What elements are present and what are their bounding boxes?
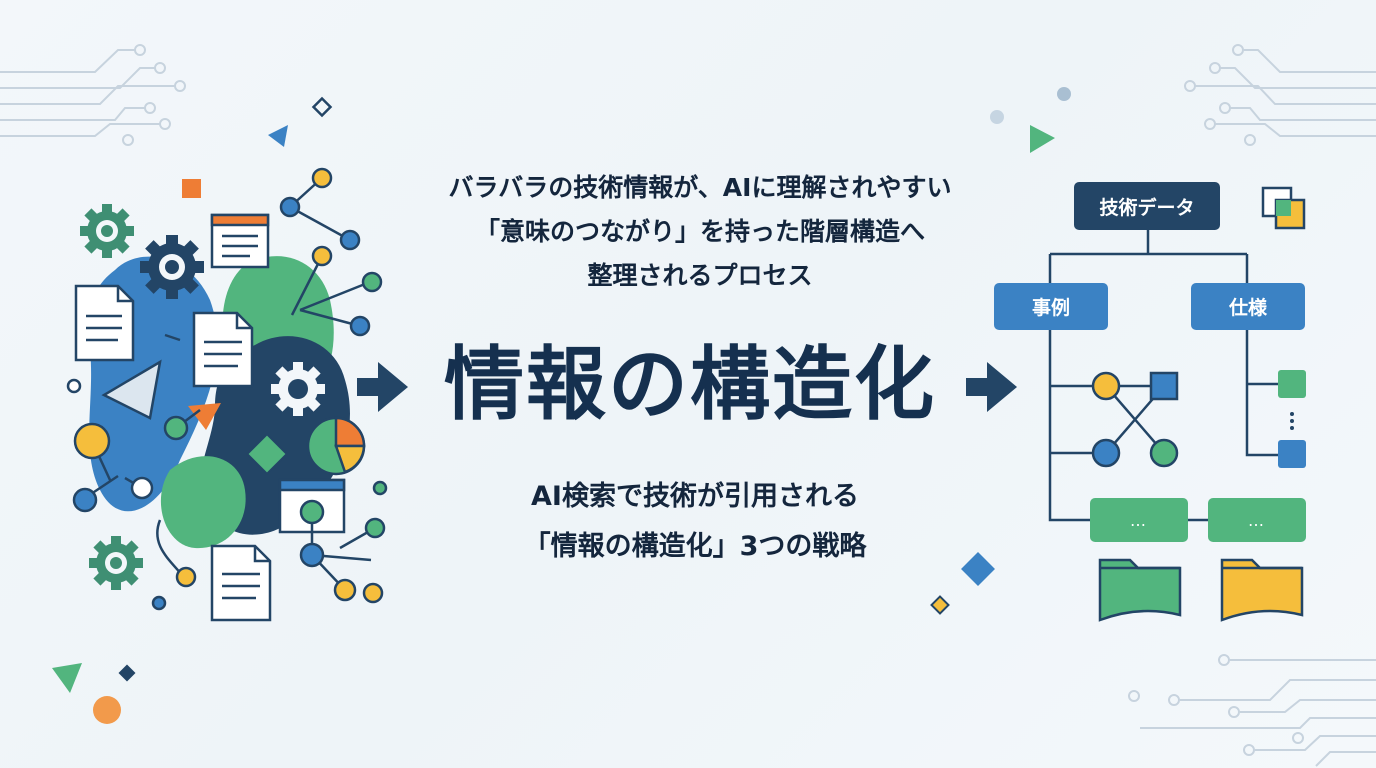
square-orange-shape — [182, 179, 201, 198]
triangle-blue-shape — [268, 125, 288, 147]
triangle-shape — [101, 359, 162, 420]
dot-orange-shape — [93, 696, 121, 724]
tree-left-box: 事例 — [994, 283, 1108, 330]
arrow-right-icon — [357, 362, 408, 412]
subtitle-block: バラバラの技術情報が、AIに理解されやすい 「意味のつながり」を持った階層構造へ… — [330, 166, 1070, 298]
document-icon — [210, 544, 272, 622]
subtitle-line-1: バラバラの技術情報が、AIに理解されやすい — [448, 173, 952, 202]
circuit-lines-bottom-right — [1128, 654, 1376, 767]
ellipsis-box-left: … — [1090, 498, 1188, 542]
folder-icon — [1220, 558, 1304, 622]
tree-right-box: 仕様 — [1191, 283, 1305, 330]
tagline-line-2: 「情報の構造化」3つの戦略 — [523, 531, 867, 562]
tree-connectors — [1048, 230, 1278, 522]
circuit-lines-top-right — [1184, 44, 1376, 146]
tagline-line-1: AI検索で技術が引用される — [531, 481, 859, 512]
overlap-squares-icon — [1261, 186, 1306, 230]
document-icon — [192, 311, 254, 388]
gear-icon — [140, 235, 204, 299]
document-icon — [74, 284, 135, 362]
gear-icon — [89, 536, 143, 590]
folder-icon — [1098, 558, 1182, 622]
gear-icon — [80, 204, 134, 258]
dot-shape — [990, 110, 1004, 124]
triangle-orange-shape — [188, 403, 221, 430]
diamond-navy-shape — [118, 664, 136, 682]
main-title: 情報の構造化 — [444, 338, 936, 431]
circuit-lines-top-left — [0, 44, 186, 146]
diamond-outline-shape — [311, 96, 333, 118]
tagline-block: AI検索で技術が引用される 「情報の構造化」3つの戦略 — [400, 472, 990, 572]
tree-root-box: 技術データ — [1074, 182, 1220, 230]
ellipsis-box-right: … — [1208, 498, 1306, 542]
window-icon — [210, 213, 270, 269]
diamond-yellow-shape — [930, 595, 950, 615]
spec-item-blue — [1278, 440, 1306, 468]
vertical-ellipsis — [1290, 412, 1294, 430]
blob-green-lower — [160, 456, 246, 549]
diamond-blue-shape — [961, 552, 995, 586]
pie-chart-icon — [306, 416, 366, 476]
subtitle-line-2: 「意味のつながり」を持った階層構造へ — [474, 217, 925, 246]
triangle-green-shape — [52, 663, 82, 693]
gear-icon — [271, 362, 325, 416]
dot-shape — [1057, 87, 1071, 101]
network-nodes — [66, 167, 388, 611]
subtitle-line-3: 整理されるプロセス — [587, 261, 813, 290]
arrow-right-icon — [966, 362, 1017, 412]
tree-nodes — [1091, 371, 1179, 468]
triangle-green-shape — [1030, 125, 1055, 153]
diamond-green-shape — [245, 432, 289, 476]
spec-item-green — [1278, 370, 1306, 398]
